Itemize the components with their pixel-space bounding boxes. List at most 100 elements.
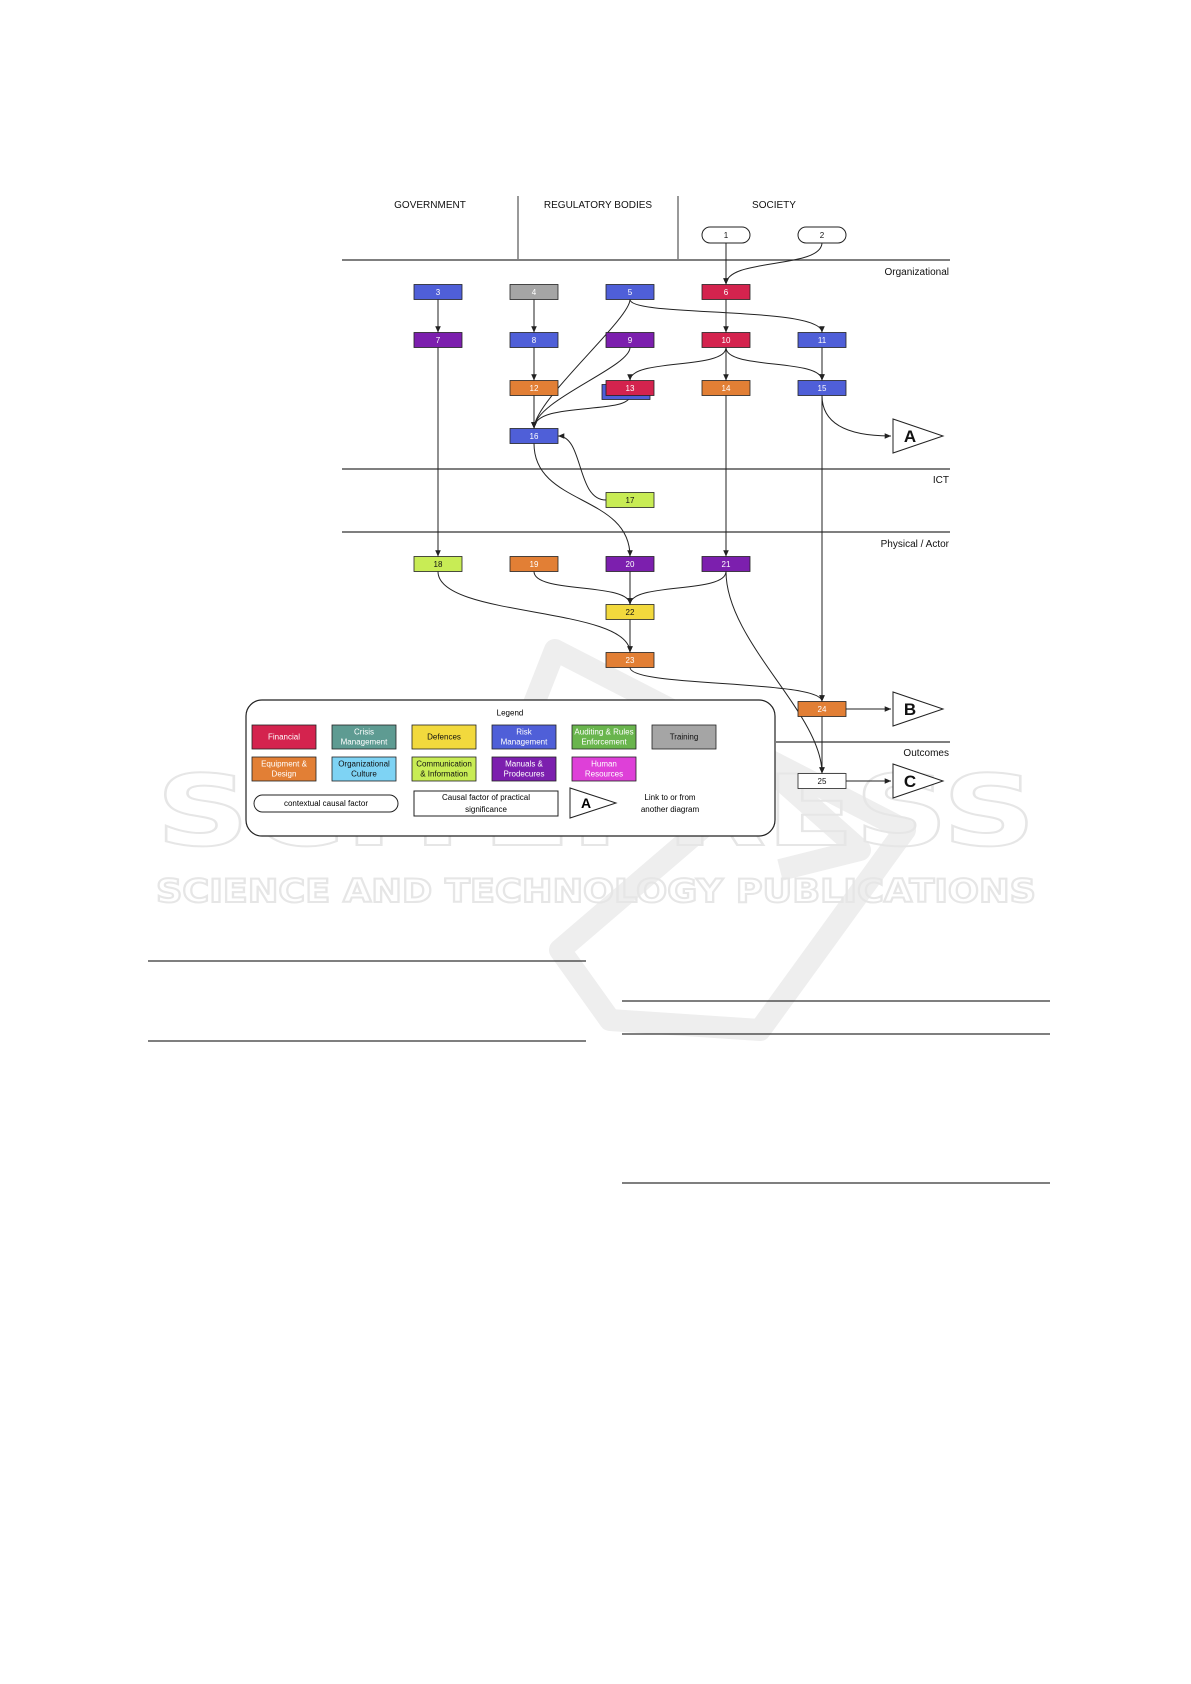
node-25: 25	[797, 773, 847, 789]
node-15-box	[797, 380, 847, 396]
node-11-box	[797, 332, 847, 348]
band-label-organizational: Organizational	[885, 267, 949, 278]
legend-swatch-risk	[491, 724, 557, 750]
node-21-label: 21	[722, 560, 731, 569]
node-20: 20	[605, 556, 655, 572]
legend-link-label-line1: Link to or from	[644, 793, 695, 802]
edge-13-to-16	[531, 395, 631, 429]
legend-title: Legend	[497, 709, 524, 718]
legend-label-hr: Human	[591, 760, 617, 769]
legend-swatch-financial	[251, 724, 317, 750]
legend-practical-swatch	[413, 790, 559, 817]
legend-label-hr: Resources	[585, 770, 623, 779]
node-9-label: 9	[628, 336, 633, 345]
node-25-label: 25	[818, 777, 827, 786]
legend-label-communication: & Information	[420, 770, 468, 779]
node-14: 14	[701, 380, 751, 396]
legend-item-equipment: Equipment &Design	[251, 756, 317, 782]
legend-label-culture: Organizational	[338, 760, 390, 769]
edge-21-to-22	[627, 571, 727, 605]
column-headers: GOVERNMENT REGULATORY BODIES SOCIETY	[394, 196, 796, 259]
edge-10-to-15	[725, 347, 825, 381]
legend-item-communication: Communication& Information	[411, 756, 477, 782]
node-4-box	[509, 284, 559, 300]
edge-2-to-6	[723, 242, 823, 285]
link-symbol: B	[904, 700, 916, 719]
node-12-label: 12	[530, 384, 539, 393]
node-25-box	[797, 773, 847, 789]
node-18-label: 18	[434, 560, 443, 569]
legend-context-label: contextual causal factor	[284, 799, 368, 808]
legend-link-symbol: A	[581, 795, 591, 811]
legend-item-financial: Financial	[251, 724, 317, 750]
node-7-box	[413, 332, 463, 348]
node-24: 24	[797, 701, 847, 717]
legend-item-training: Training	[651, 724, 717, 750]
legend-label-manuals: Manuals &	[505, 760, 543, 769]
legend-label-communication: Communication	[416, 760, 472, 769]
node-16-box	[509, 428, 559, 444]
legend-swatch-manuals	[491, 756, 557, 782]
node-13-label: 13	[626, 384, 635, 393]
node-19-box	[509, 556, 559, 572]
node-22-box	[605, 604, 655, 620]
node-13-box	[605, 380, 655, 396]
node-10-label: 10	[722, 336, 731, 345]
node-6: 6	[701, 284, 751, 300]
legend-swatch-equipment	[251, 756, 317, 782]
watermark-sub: SCIENCE AND TECHNOLOGY PUBLICATIONS	[156, 872, 1036, 910]
legend-link-label-line2: another diagram	[641, 805, 700, 814]
node-5-label: 5	[628, 288, 633, 297]
link-a: A	[892, 418, 945, 454]
node-2-box	[797, 226, 847, 244]
node-1: 1	[701, 226, 751, 244]
node-11: 11	[797, 332, 847, 348]
legend-label-crisis: Crisis	[354, 728, 374, 737]
edge-16-to-20	[533, 443, 633, 557]
node-2-label: 2	[820, 231, 825, 240]
node-4-label: 4	[532, 288, 537, 297]
node-10-box	[701, 332, 751, 348]
node-24-box	[797, 701, 847, 717]
node-6-box	[701, 284, 751, 300]
node-14-box	[701, 380, 751, 396]
node-12: 12	[509, 380, 559, 396]
node-15: 15	[797, 380, 847, 396]
node-19-label: 19	[530, 560, 539, 569]
link-connectors: A B C	[892, 418, 945, 799]
band-label-physical: Physical / Actor	[881, 539, 950, 550]
legend-practical-label-line2: significance	[465, 805, 507, 814]
node-15-label: 15	[818, 384, 827, 393]
legend-item-manuals: Manuals &Prodecures	[491, 756, 557, 782]
edge-15-to-A	[821, 395, 892, 439]
link-triangle	[892, 763, 945, 799]
node-9-box	[605, 332, 655, 348]
legend-swatch-auditing	[571, 724, 637, 750]
edge-17-to-16	[557, 433, 607, 501]
edge-23-to-24	[629, 667, 825, 702]
legend-swatch-training	[651, 724, 717, 750]
node-17: 17	[605, 492, 655, 508]
node-19: 19	[509, 556, 559, 572]
node-23: 23	[605, 652, 655, 668]
node-22: 22	[605, 604, 655, 620]
node-16: 16	[509, 428, 559, 444]
edge-19-to-22	[533, 571, 633, 605]
node-20-label: 20	[626, 560, 635, 569]
legend-items: FinancialCrisisManagementDefencesRiskMan…	[251, 724, 717, 782]
node-13: 13	[605, 380, 655, 396]
link-b: B	[892, 691, 945, 727]
link-symbol: C	[904, 772, 916, 791]
node-23-label: 23	[626, 656, 635, 665]
link-triangle	[892, 418, 945, 454]
column-header-society: SOCIETY	[752, 200, 796, 211]
legend-practical-label-line1: Causal factor of practical	[442, 793, 530, 802]
legend-label-risk: Risk	[516, 728, 533, 737]
legend-label-financial: Financial	[268, 733, 300, 742]
column-header-regulatory-bodies: REGULATORY BODIES	[544, 200, 653, 211]
legend-label-defences: Defences	[427, 733, 461, 742]
